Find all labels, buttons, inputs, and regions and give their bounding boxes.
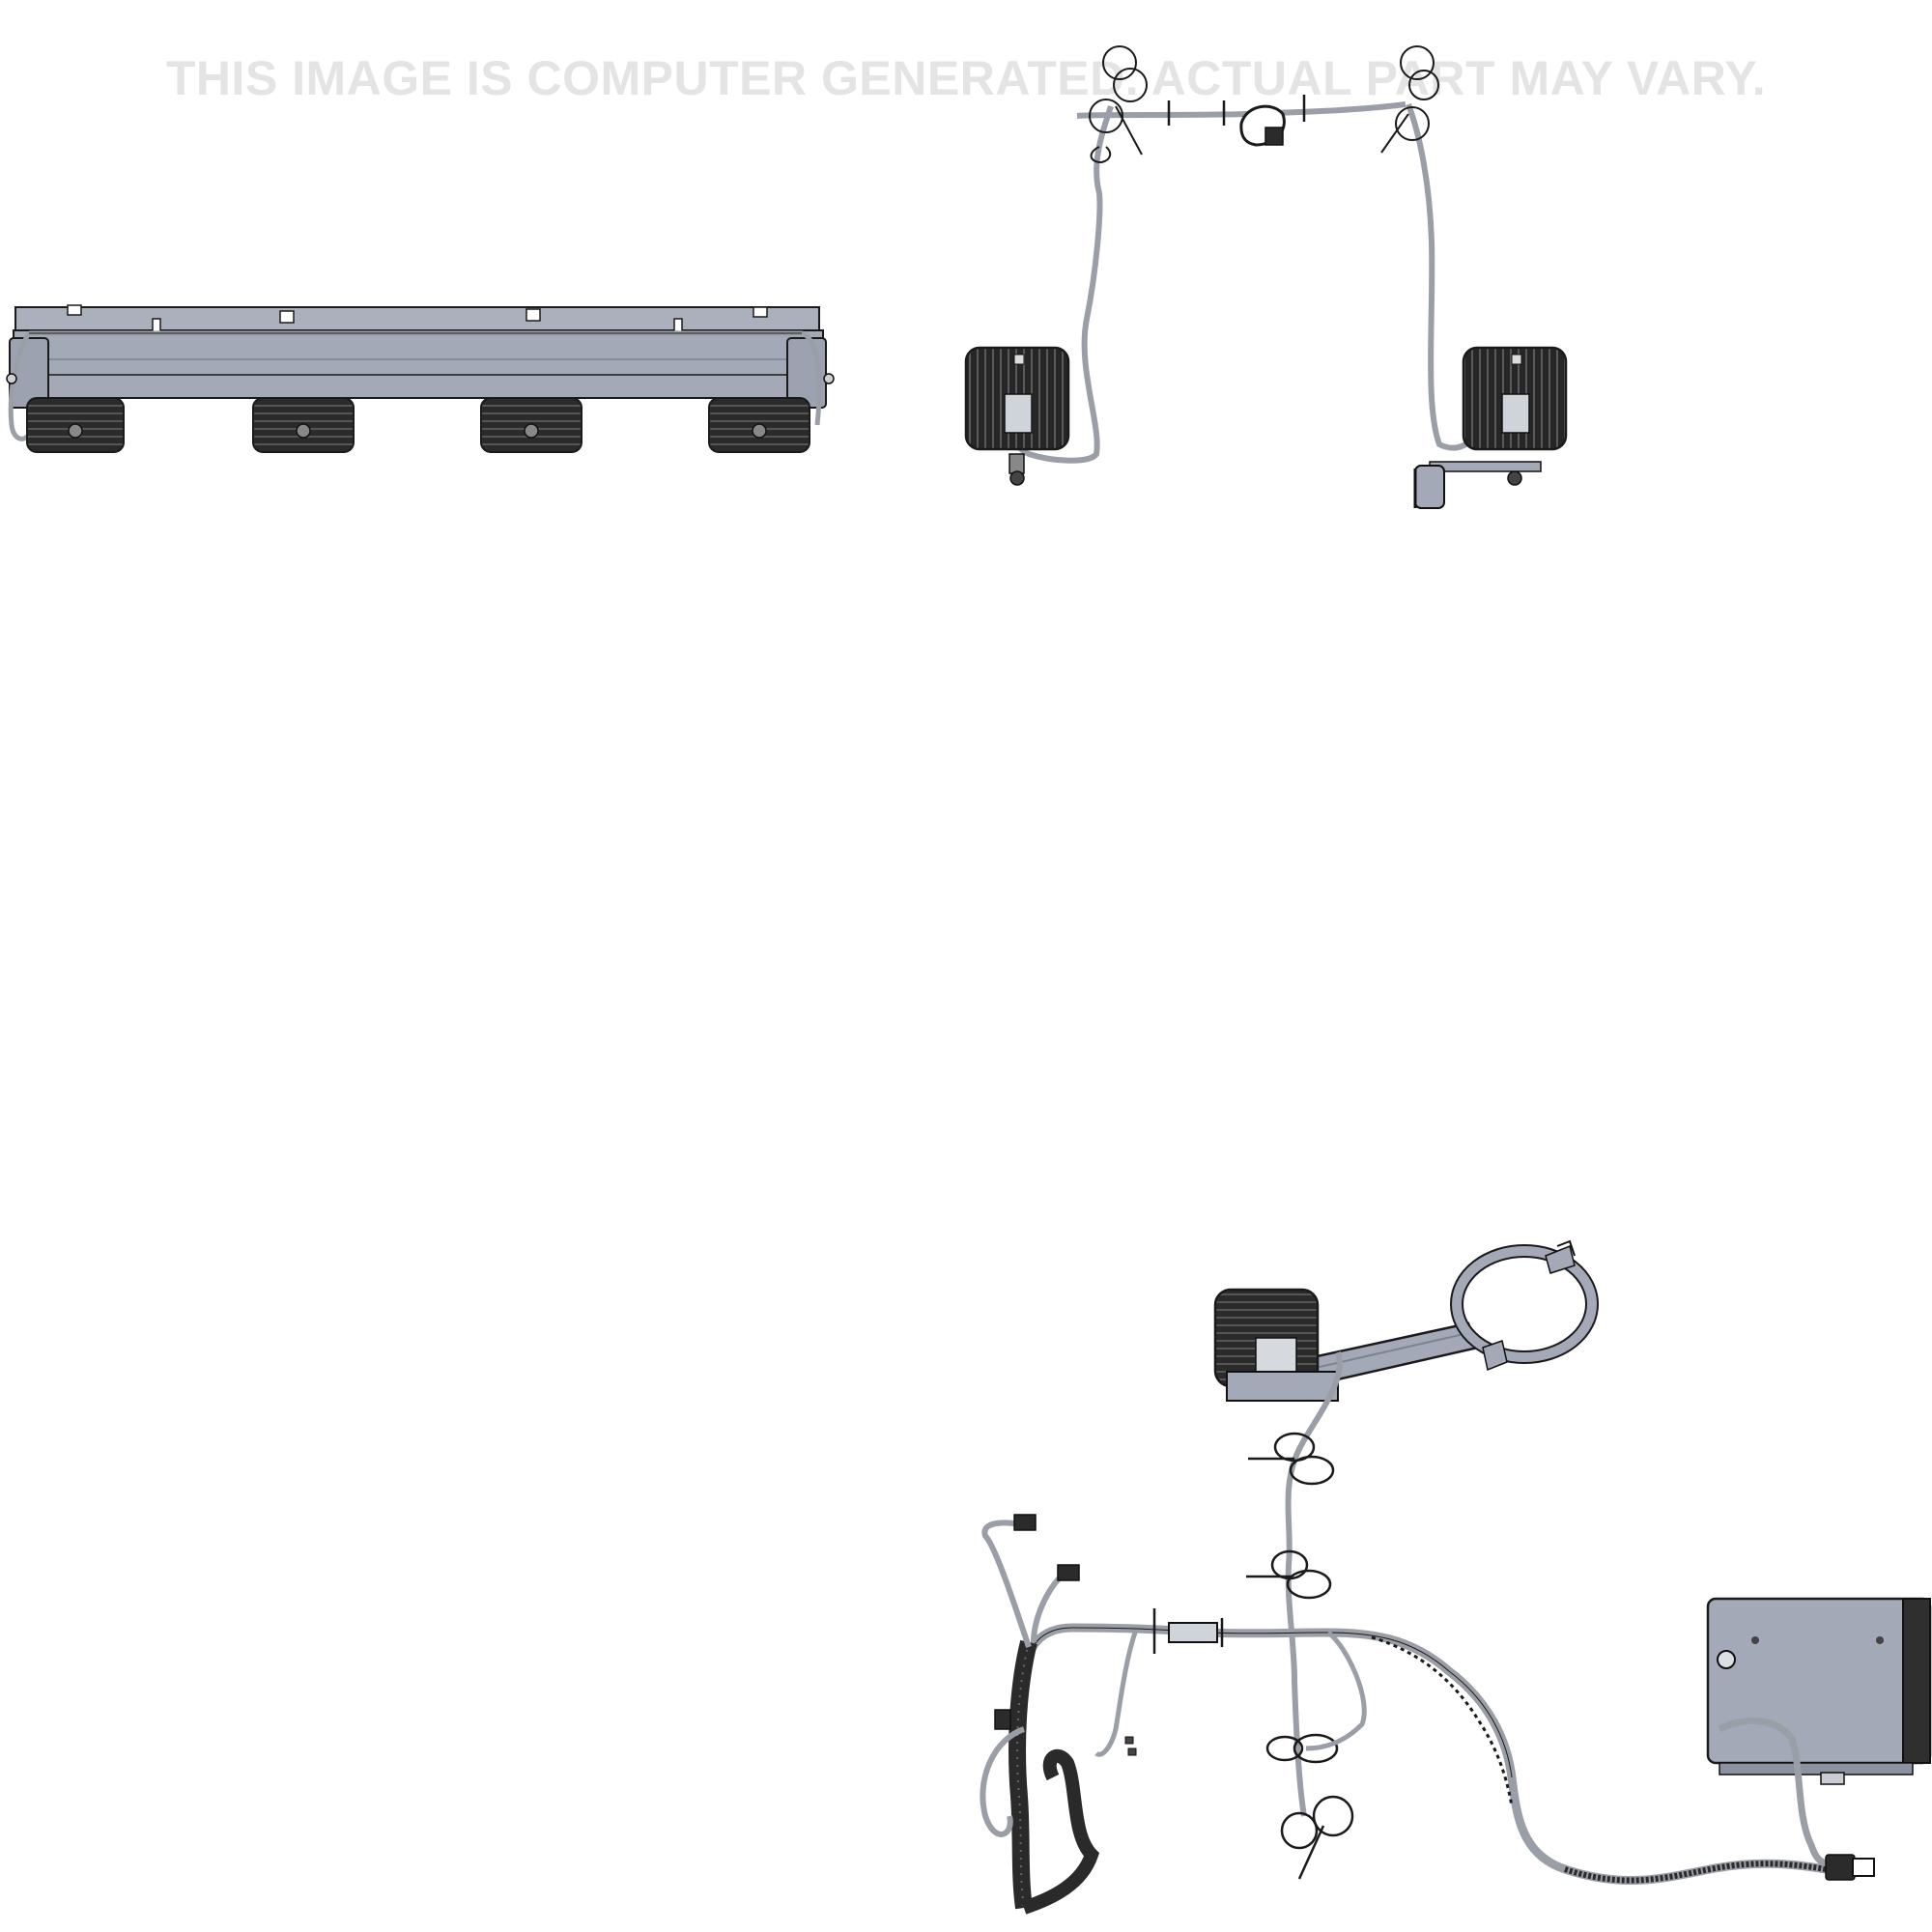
pole-trunk-loom-wrap bbox=[1371, 1635, 1514, 1807]
wiring-harness-top-view bbox=[964, 45, 1568, 509]
harness-cable-ties bbox=[1167, 95, 1306, 126]
pole-right-branch bbox=[1305, 1631, 1367, 1751]
pole-drop-ring-terminals bbox=[1246, 1432, 1354, 1880]
pole-control-box-cable bbox=[1718, 1717, 1836, 1868]
pole-left-black-loom bbox=[1009, 1639, 1037, 1910]
harness-center-connector bbox=[1239, 104, 1286, 147]
pole-hook-black-loom bbox=[1021, 1748, 1100, 1915]
light-bar-lamp-4 bbox=[708, 397, 810, 453]
pole-main-trunk-cable bbox=[1014, 1623, 1827, 1885]
pole-middle-branch-terminals bbox=[1124, 1736, 1137, 1756]
harness-main-cable bbox=[1076, 101, 1406, 119]
pole-mount-harness-view bbox=[980, 1239, 1932, 1915]
pole-clamp-ring bbox=[1450, 1239, 1599, 1372]
light-bar-lamp-1 bbox=[26, 397, 125, 453]
pole-mount-work-lamp bbox=[1213, 1288, 1339, 1402]
pole-lamp-drop-cable bbox=[1285, 1351, 1343, 1817]
harness-right-ring-terminals bbox=[1380, 45, 1439, 154]
harness-right-drop bbox=[1406, 102, 1495, 451]
light-bar-cable bbox=[8, 330, 822, 441]
light-bar-front-view bbox=[6, 304, 835, 453]
pole-pigtail-connectors bbox=[994, 1514, 1080, 1730]
pole-trunk-splice bbox=[1152, 1608, 1224, 1654]
harness-left-work-lamp bbox=[964, 346, 1070, 486]
light-bar-lamp-2 bbox=[252, 397, 355, 453]
disclaimer-watermark: THIS IMAGE IS COMPUTER GENERATED. ACTUAL… bbox=[165, 51, 1767, 105]
harness-right-work-lamp bbox=[1413, 346, 1568, 509]
harness-left-drop bbox=[1007, 105, 1114, 464]
pole-middle-branch bbox=[1094, 1632, 1138, 1757]
pole-control-box bbox=[1706, 1597, 1932, 1785]
light-bar-lamp-3 bbox=[480, 397, 582, 453]
light-bar-main-beam bbox=[13, 329, 824, 399]
light-bar-top-rail bbox=[14, 306, 820, 331]
harness-left-ring-terminals bbox=[1089, 45, 1148, 164]
pole-end-connector bbox=[1825, 1854, 1875, 1881]
